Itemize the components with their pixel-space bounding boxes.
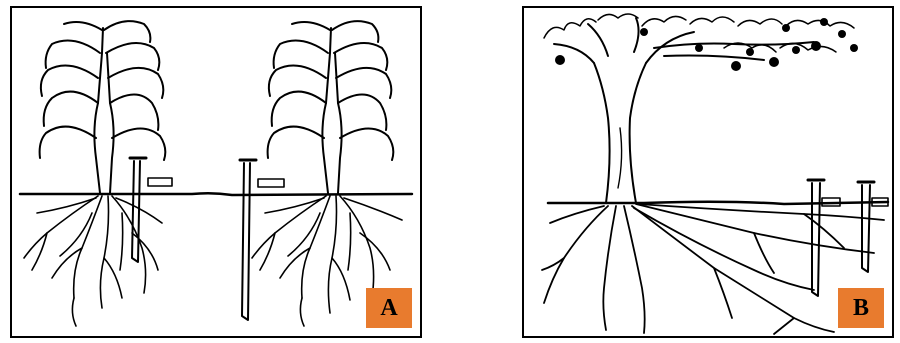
tree-roots: [542, 204, 884, 334]
tree-trunk: [554, 18, 814, 203]
probe-near: [808, 180, 840, 296]
panel-b: B: [522, 6, 894, 338]
probe-far: [858, 182, 888, 272]
panel-a: A: [10, 6, 422, 338]
panel-label-badge-a: A: [366, 288, 412, 328]
tree-roots-illustration: [524, 8, 892, 336]
ground-line: [548, 202, 888, 204]
left-plant-roots: [24, 196, 162, 326]
left-plant-leaves: [40, 21, 166, 193]
right-plant-leaves: [268, 21, 394, 193]
ground-line: [20, 193, 412, 195]
right-probe: [240, 160, 284, 320]
left-probe: [130, 158, 172, 262]
maize-roots-illustration: [12, 8, 420, 336]
panel-label-badge-b: B: [838, 288, 884, 328]
